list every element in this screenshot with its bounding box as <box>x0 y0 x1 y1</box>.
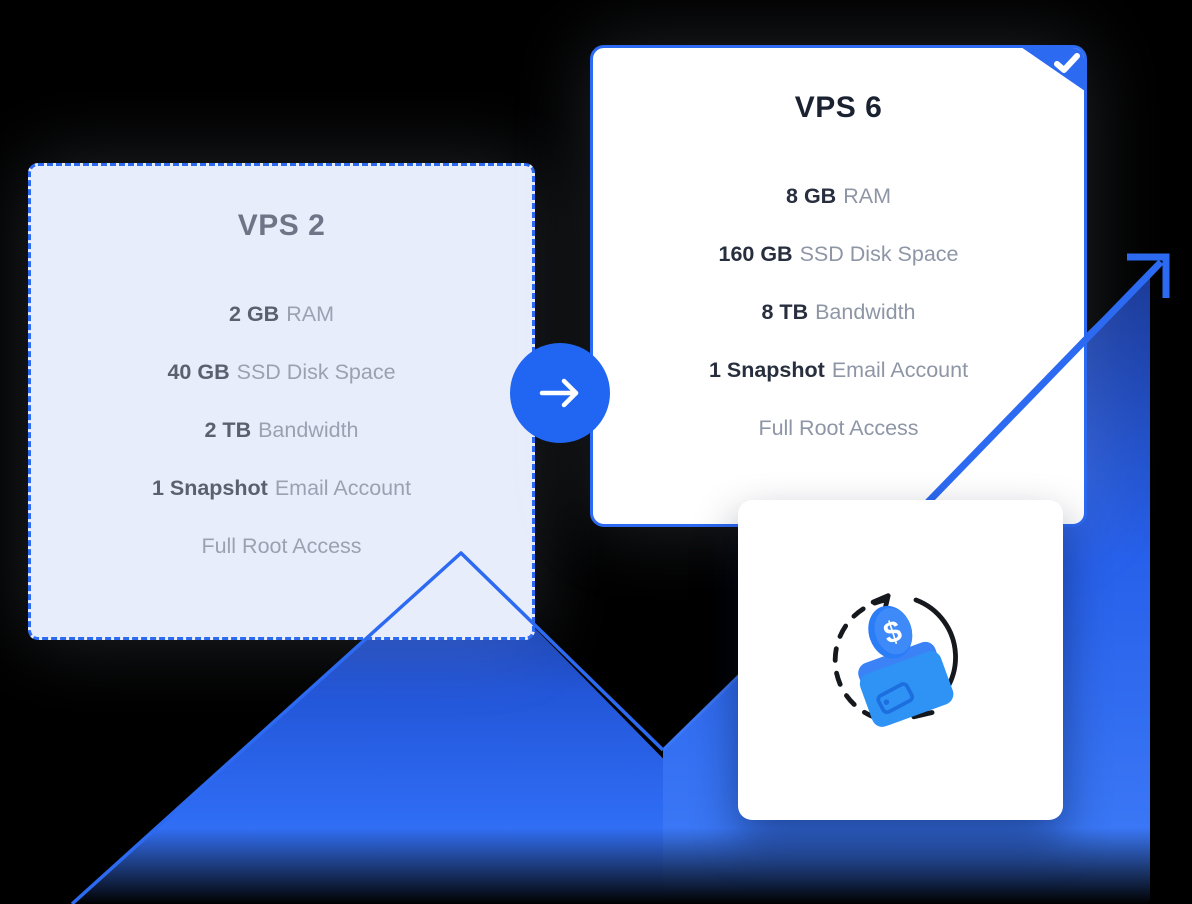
plan-title: VPS 2 <box>237 209 326 242</box>
feature-item: Full Root Access <box>201 534 362 558</box>
plan-title: VPS 6 <box>794 91 883 124</box>
bottom-fade <box>0 828 1192 904</box>
money-back-wallet-icon: $ <box>832 593 958 727</box>
feature-item: Full Root Access <box>758 416 919 440</box>
money-back-card: $ <box>738 500 1063 820</box>
check-icon <box>1022 48 1084 91</box>
upgrade-arrow-button[interactable] <box>510 343 610 443</box>
arrow-right-icon <box>539 378 579 408</box>
